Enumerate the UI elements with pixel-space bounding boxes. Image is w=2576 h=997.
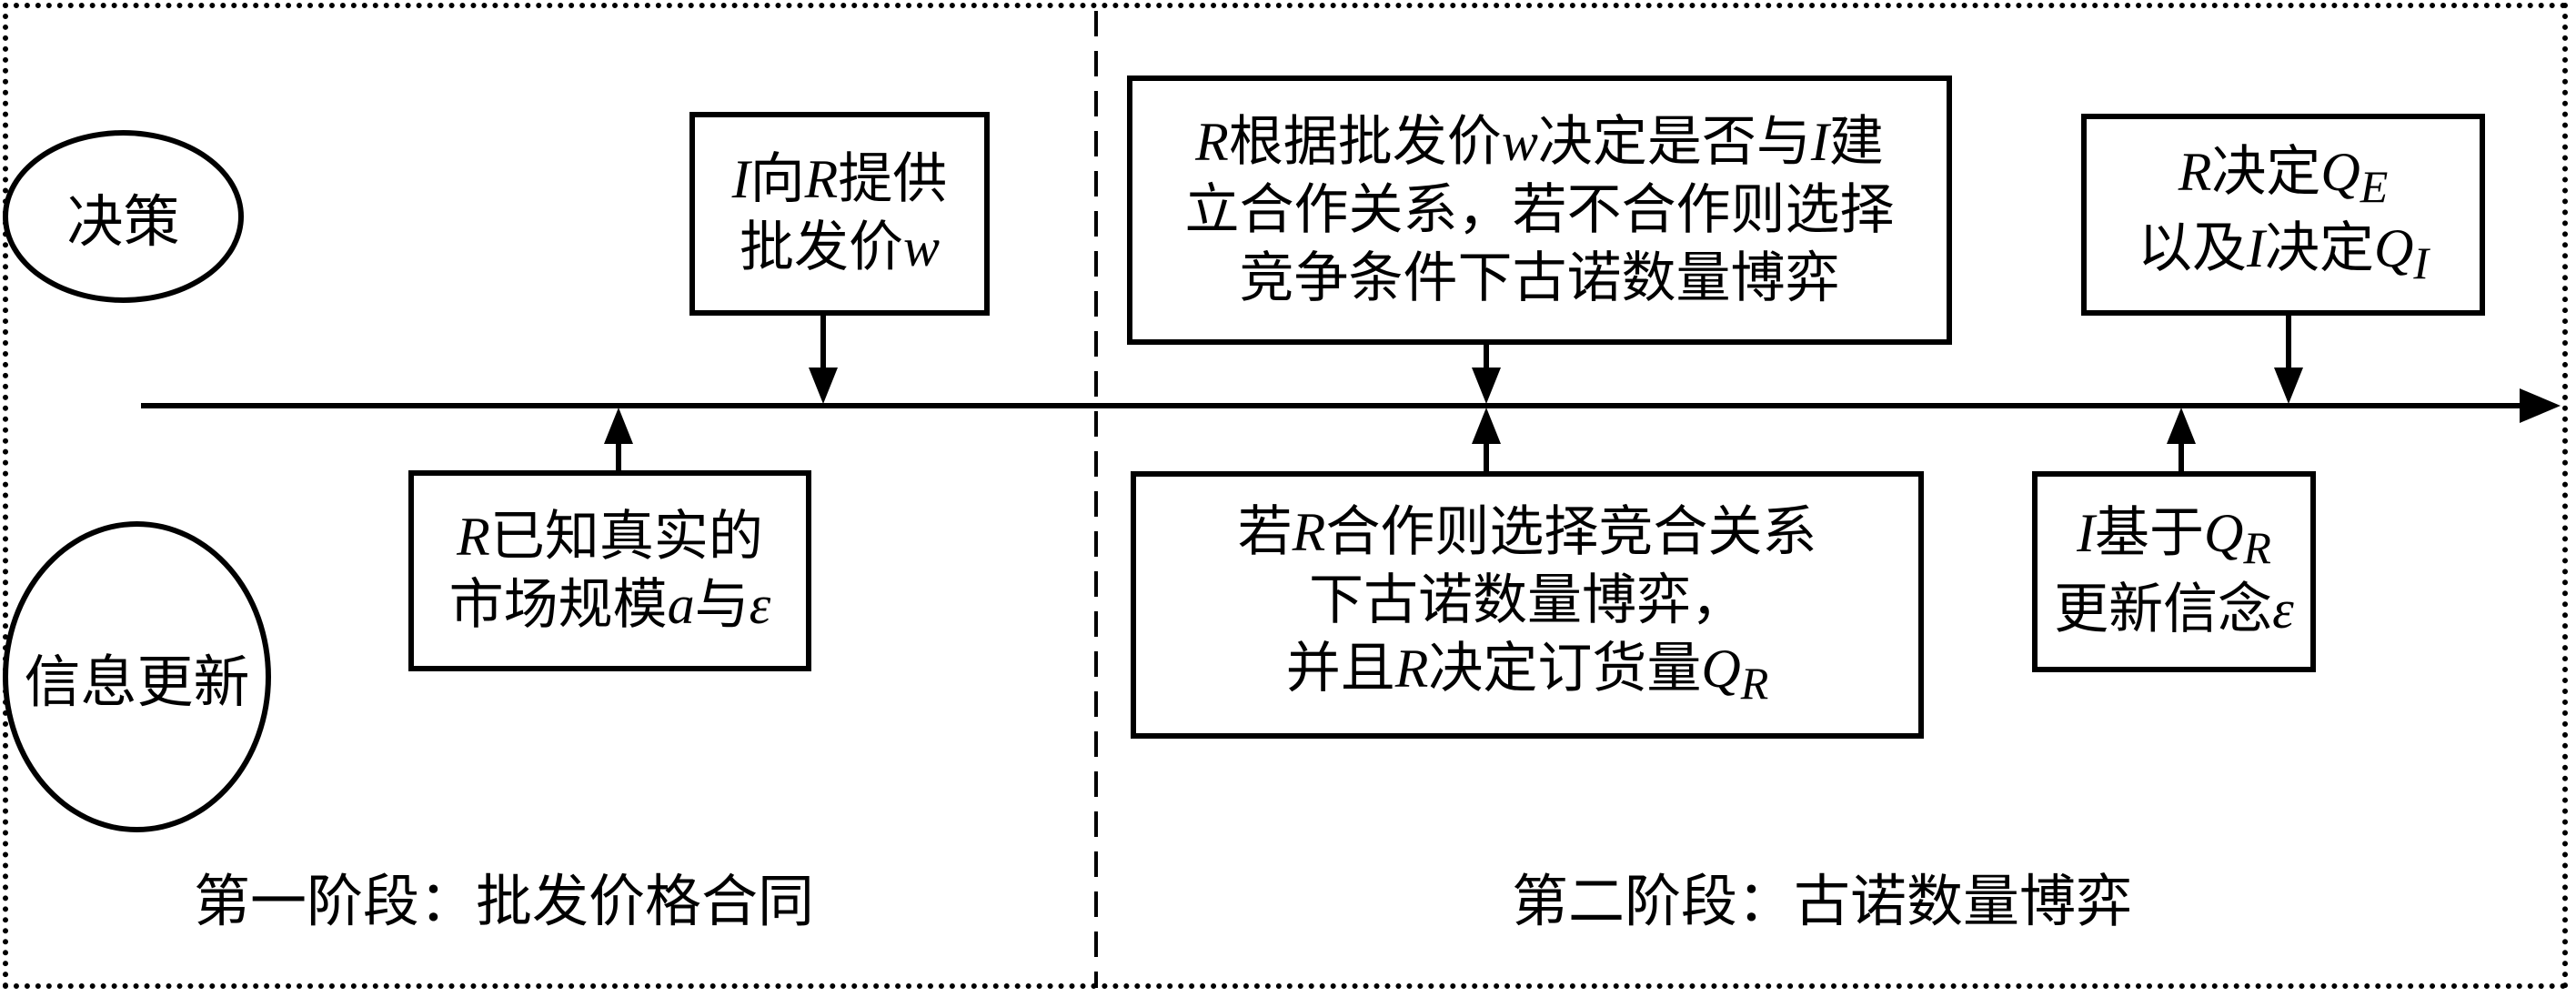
- cooperation-decision-box: R根据批发价w决定是否与I建 立合作关系，若不合作则选择 竞争条件下古诺数量博弈: [1127, 76, 1952, 345]
- arrowhead-down-2: [1472, 368, 1501, 404]
- arrowhead-up-3: [2167, 408, 2196, 444]
- offer-wholesale-price-box: I向R提供 批发价w: [689, 112, 990, 316]
- box-line: R决定QE: [2178, 139, 2389, 212]
- quantity-decision-box: R决定QE 以及I决定QI: [2081, 114, 2485, 316]
- box-line: R已知真实的: [457, 504, 763, 569]
- arrowhead-up-1: [604, 408, 633, 444]
- belief-update-box: I基于QR 更新信念ε: [2032, 471, 2316, 672]
- decision-row-label: 决策: [3, 130, 244, 303]
- box-line: 并且R决定订货量QR: [1285, 636, 1769, 709]
- box-line: 更新信念ε: [2054, 578, 2294, 642]
- market-knowledge-box: R已知真实的 市场规模a与ε: [408, 470, 811, 671]
- box-line: 以及I决定QI: [2138, 217, 2429, 288]
- timeline-arrowhead: [2520, 388, 2561, 423]
- box-line: I向R提供: [731, 147, 948, 211]
- diagram-frame: [3, 3, 2568, 989]
- info-update-label: 信息更新: [24, 649, 250, 715]
- arrowhead-up-2: [1472, 408, 1501, 444]
- stage-1-label: 第一阶段：批发价格合同: [194, 868, 815, 934]
- box-line: R根据批发价w决定是否与I建: [1195, 109, 1884, 174]
- box-line: 立合作关系，若不合作则选择: [1184, 177, 1895, 242]
- arrowhead-down-1: [809, 368, 838, 404]
- cooperative-cournot-box: 若R合作则选择竞合关系 下古诺数量博弈， 并且R决定订货量QR: [1131, 471, 1924, 739]
- box-line: 市场规模a与ε: [448, 572, 771, 637]
- info-update-row-label: 信息更新: [3, 521, 271, 832]
- decision-label: 决策: [66, 188, 180, 255]
- box-line: 下古诺数量博弈，: [1309, 568, 1746, 632]
- stage-2-label: 第二阶段：古诺数量博弈: [1512, 868, 2133, 934]
- box-line: 若R合作则选择竞合关系: [1237, 499, 1817, 564]
- box-line: I基于QR: [2077, 500, 2271, 573]
- box-line: 批发价w: [739, 216, 941, 279]
- arrowhead-down-3: [2274, 368, 2303, 404]
- box-line: 竞争条件下古诺数量博弈: [1239, 246, 1840, 310]
